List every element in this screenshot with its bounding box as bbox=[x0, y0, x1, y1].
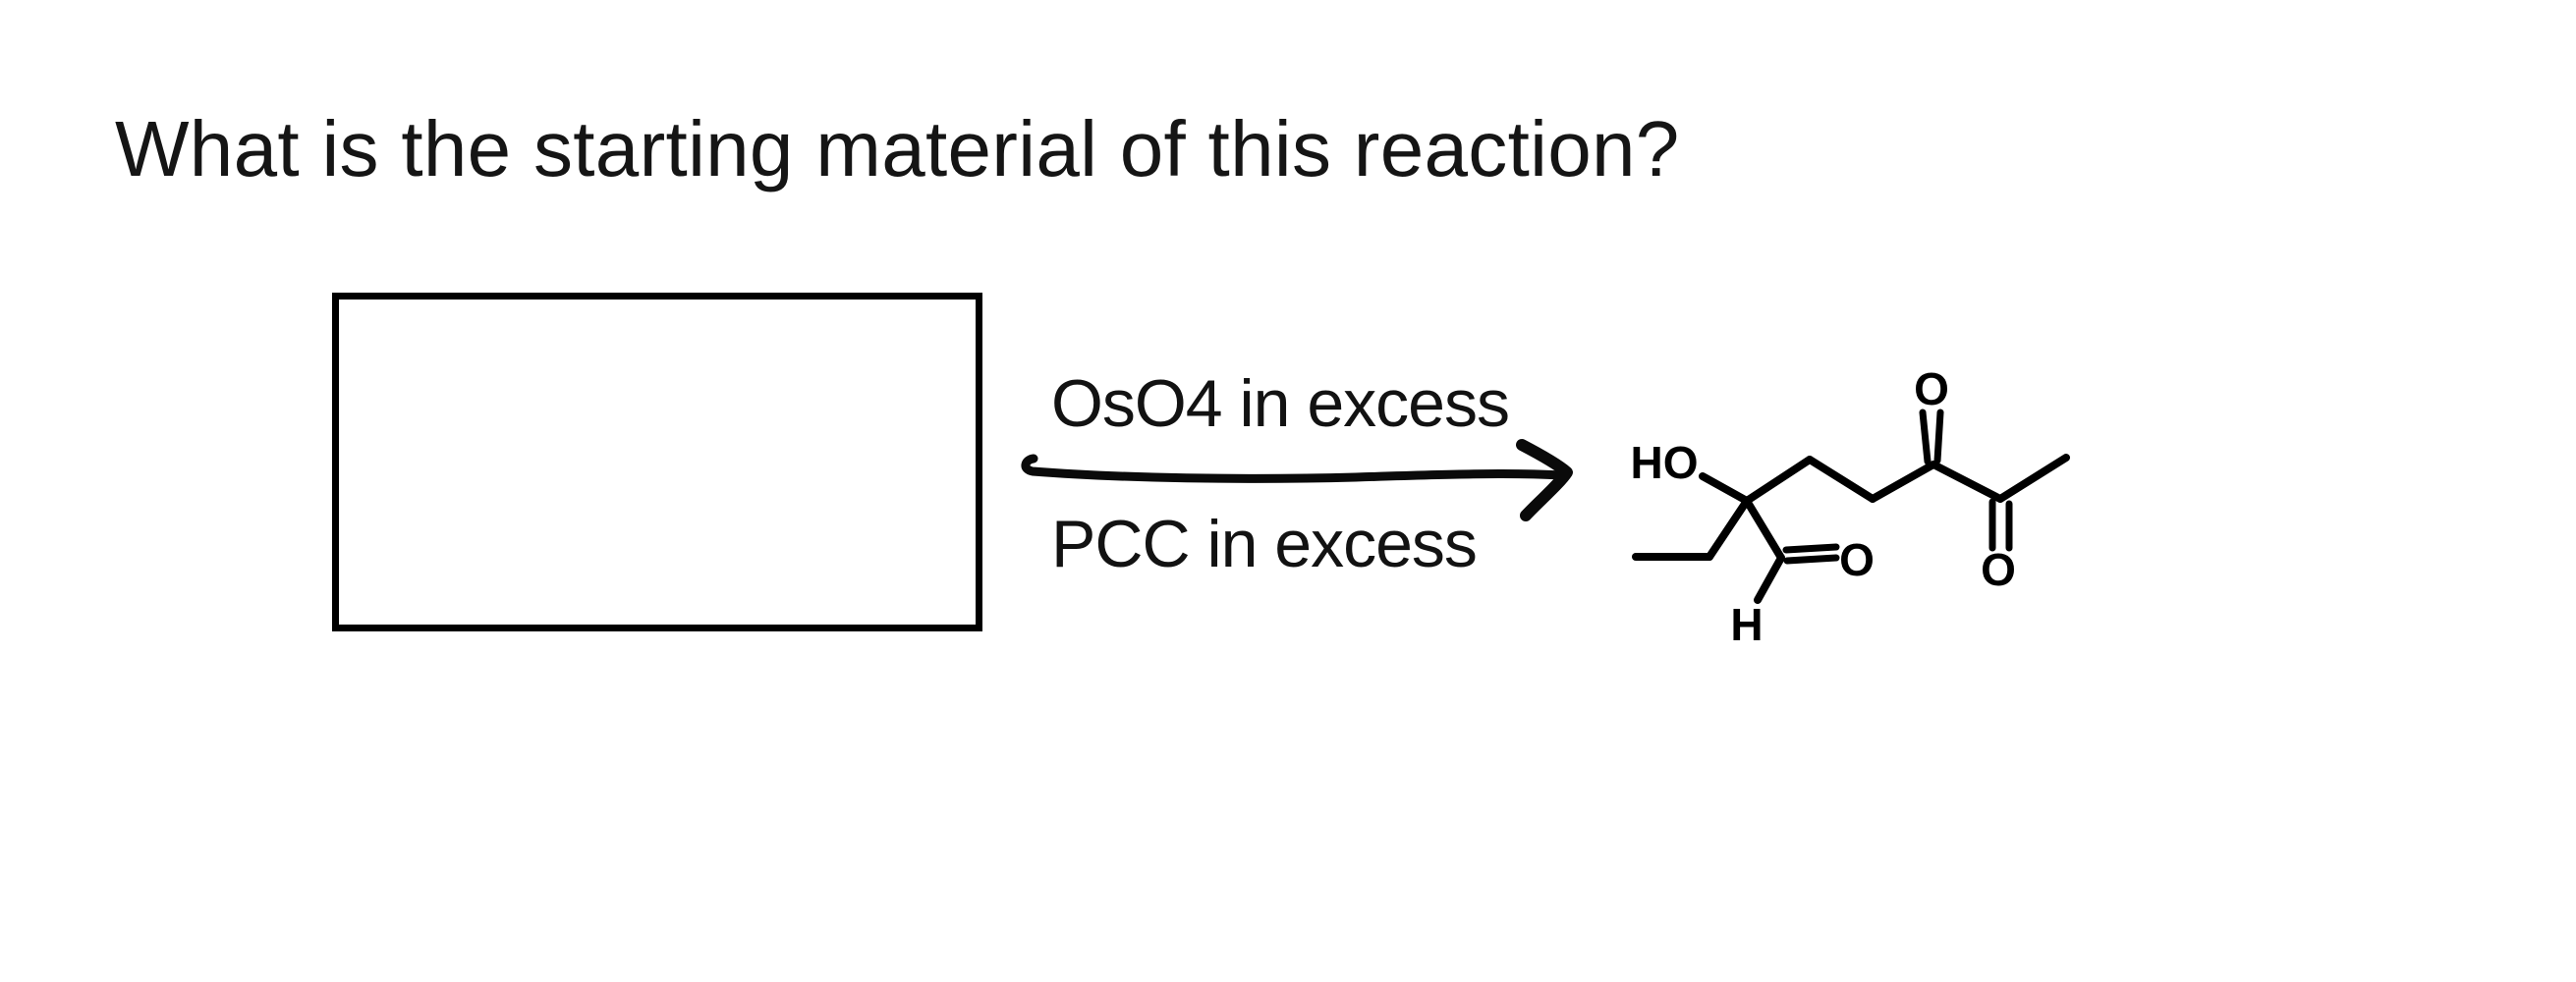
bond-c5-to-c6 bbox=[1930, 461, 2004, 503]
aldehyde-oxygen-label: O bbox=[1839, 534, 1875, 585]
ketone-top-oxygen-label: O bbox=[1914, 363, 1949, 414]
question-title: What is the starting material of this re… bbox=[115, 105, 1680, 192]
bond-c2-to-c3 bbox=[1743, 456, 1814, 505]
ketone-bottom-oxygen-label: O bbox=[1981, 544, 2016, 595]
bond-c2-to-aldehyde-c bbox=[1743, 497, 1785, 562]
bond-hydroxyl-to-c2 bbox=[1699, 472, 1751, 505]
bond-c6-to-methyl bbox=[1996, 454, 2070, 503]
arrow-shaft bbox=[1021, 454, 1565, 483]
reagent-below-arrow: PCC in excess bbox=[1051, 507, 1478, 581]
double-bond-ketone-top-line1 bbox=[1919, 409, 1932, 465]
double-bond-aldehyde-line1 bbox=[1782, 543, 1840, 554]
aldehyde-hydrogen-label: H bbox=[1730, 599, 1763, 650]
double-bond-aldehyde-line2 bbox=[1783, 554, 1840, 565]
reagent-above-arrow: OsO4 in excess bbox=[1051, 366, 1510, 441]
arrow-head-icon bbox=[1516, 439, 1573, 521]
hydroxyl-label: HO bbox=[1631, 437, 1699, 488]
bond-c4-to-c5 bbox=[1869, 461, 1937, 503]
bond-aldehyde-c-to-h bbox=[1754, 554, 1785, 604]
starting-material-answer-box bbox=[332, 293, 982, 631]
bond-c3-to-c4 bbox=[1806, 456, 1876, 503]
bond-c2-to-ethyl-ch2 bbox=[1706, 497, 1751, 561]
product-structure: HO O O O H bbox=[1631, 363, 2070, 650]
double-bond-ketone-top-line2 bbox=[1933, 409, 1944, 464]
reaction-arrow bbox=[1021, 439, 1573, 521]
